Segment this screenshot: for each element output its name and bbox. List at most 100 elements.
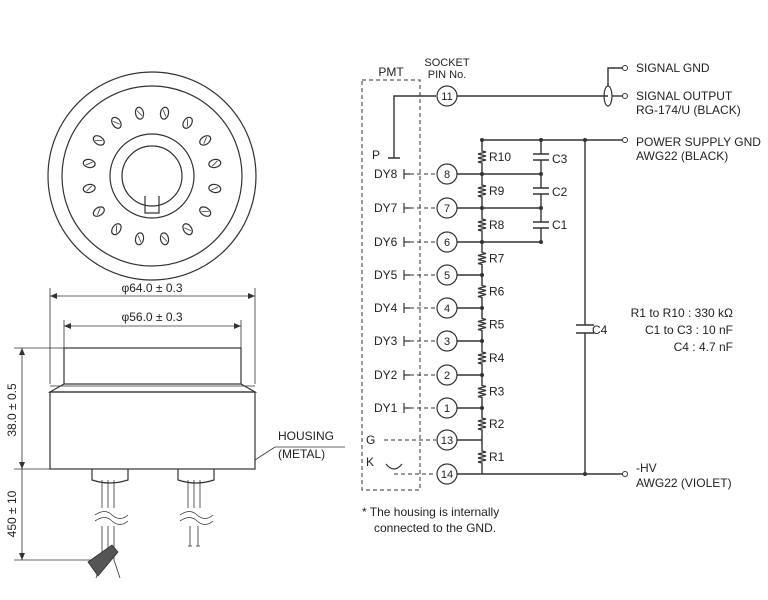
resistor-label: R3 <box>489 385 505 399</box>
pin-hole <box>159 232 170 246</box>
resistor-label: R10 <box>489 150 511 164</box>
dynode-symbol <box>403 237 410 247</box>
pmt-label: PMT <box>378 65 404 79</box>
pin-holes <box>82 106 222 246</box>
resistor-label: R5 <box>489 318 505 332</box>
capacitor <box>533 174 549 208</box>
cap-c3-label: C3 <box>552 152 568 166</box>
socket-top-view <box>47 71 257 281</box>
pin-14-label: 14 <box>441 469 453 481</box>
resistor <box>477 408 487 440</box>
resistor-label: R1 <box>489 450 505 464</box>
cap-c4-label: C4 <box>592 323 608 337</box>
pin-hole <box>199 135 212 146</box>
dynode-label: DY4 <box>374 301 398 315</box>
hv-cable-label: AWG22 (VIOLET) <box>636 476 732 490</box>
housing-label: HOUSING <box>278 429 334 443</box>
resistor <box>477 308 487 341</box>
capacitor <box>533 140 549 174</box>
resistor <box>477 208 487 242</box>
resistor-label: R7 <box>489 252 505 266</box>
resistor <box>477 242 487 275</box>
c4-value: C4 : 4.7 nF <box>674 340 733 354</box>
dynode-symbol <box>403 203 410 213</box>
socket-pin-label: 6 <box>444 237 450 249</box>
power-gnd-label: POWER SUPPLY GND <box>636 135 761 149</box>
dynode-label: DY5 <box>374 268 398 282</box>
pin-hole <box>92 206 105 217</box>
dynode-symbol <box>403 303 410 313</box>
cap-c2-label: C2 <box>552 185 568 199</box>
signal-cable-label: RG-174/U (BLACK) <box>636 103 741 117</box>
pin-hole <box>199 206 212 217</box>
pin-hole <box>82 183 96 194</box>
dynode-symbol <box>403 270 410 280</box>
socket-pin-label: 3 <box>444 336 450 348</box>
pin-hole <box>92 135 105 146</box>
capacitor <box>533 208 549 242</box>
housing-note-line-1: * The housing is internally <box>362 505 499 519</box>
socket-pin-label: 1 <box>444 403 450 415</box>
socket-pin-label: 4 <box>444 303 450 315</box>
pin-hole <box>182 223 193 236</box>
dynode-label: DY2 <box>374 368 398 382</box>
pmt-box <box>361 79 421 491</box>
pin-13-label: 13 <box>441 435 453 447</box>
pin-hole <box>82 158 96 169</box>
dim-outer-diameter: φ64.0 ± 0.3 <box>121 281 182 295</box>
pin-hole <box>134 232 145 246</box>
dynode-label: DY1 <box>374 401 398 415</box>
resistor <box>477 440 487 474</box>
resistor <box>477 140 487 174</box>
resistor-label: R6 <box>489 285 505 299</box>
power-cable-label: AWG22 (BLACK) <box>636 149 728 163</box>
resistor <box>477 375 487 408</box>
pin-hole <box>134 106 145 120</box>
dynode-symbol <box>403 169 410 179</box>
dynode-symbol <box>403 403 410 413</box>
socket-label: SOCKET <box>424 57 470 69</box>
capacitor-values: C1 to C3 : 10 nF <box>645 323 733 337</box>
resistor <box>477 275 487 308</box>
dynode-label: DY7 <box>374 201 398 215</box>
signal-gnd-label: SIGNAL GND <box>636 61 710 75</box>
cap-c1-label: C1 <box>552 218 568 232</box>
pin-11-label: 11 <box>441 91 452 103</box>
dynode-symbol <box>403 336 410 346</box>
pin-no-label: PIN No. <box>428 69 467 81</box>
pin-hole <box>111 223 122 236</box>
resistor-label: R2 <box>489 417 505 431</box>
dim-inner-diameter: φ56.0 ± 0.3 <box>121 310 182 324</box>
resistor <box>477 174 487 208</box>
housing-material-label: (METAL) <box>278 447 325 461</box>
pin-hole <box>159 106 170 120</box>
socket-side-view: φ64.0 ± 0.3 φ56.0 ± 0.3 38.0 ± 0.5 450 ±… <box>5 281 345 579</box>
pin-hole <box>182 116 193 129</box>
socket-pin-label: 5 <box>444 270 450 282</box>
cathode-label: K <box>366 455 374 469</box>
resistor-label: R8 <box>489 218 505 232</box>
socket-pin-label: 8 <box>444 169 450 181</box>
dynode-label: DY6 <box>374 235 398 249</box>
pin-hole <box>208 158 222 169</box>
dim-lead-length: 450 ± 10 <box>5 490 19 537</box>
resistor-label: R9 <box>489 184 505 198</box>
housing-note-line-2: connected to the GND. <box>374 521 496 535</box>
signal-output-label: SIGNAL OUTPUT <box>636 89 733 103</box>
pin-hole <box>111 116 122 129</box>
dynode-label: DY8 <box>374 167 398 181</box>
socket-pin-label: 7 <box>444 203 450 215</box>
grid-label: G <box>366 433 375 447</box>
dim-height: 38.0 ± 0.5 <box>5 383 19 437</box>
hv-label: -HV <box>636 461 657 475</box>
pin-hole <box>208 183 222 194</box>
dynode-symbol <box>403 370 410 380</box>
resistor <box>477 341 487 375</box>
resistor-values: R1 to R10 : 330 kΩ <box>631 306 733 320</box>
socket-pin-label: 2 <box>444 370 450 382</box>
resistor-label: R4 <box>489 351 505 365</box>
